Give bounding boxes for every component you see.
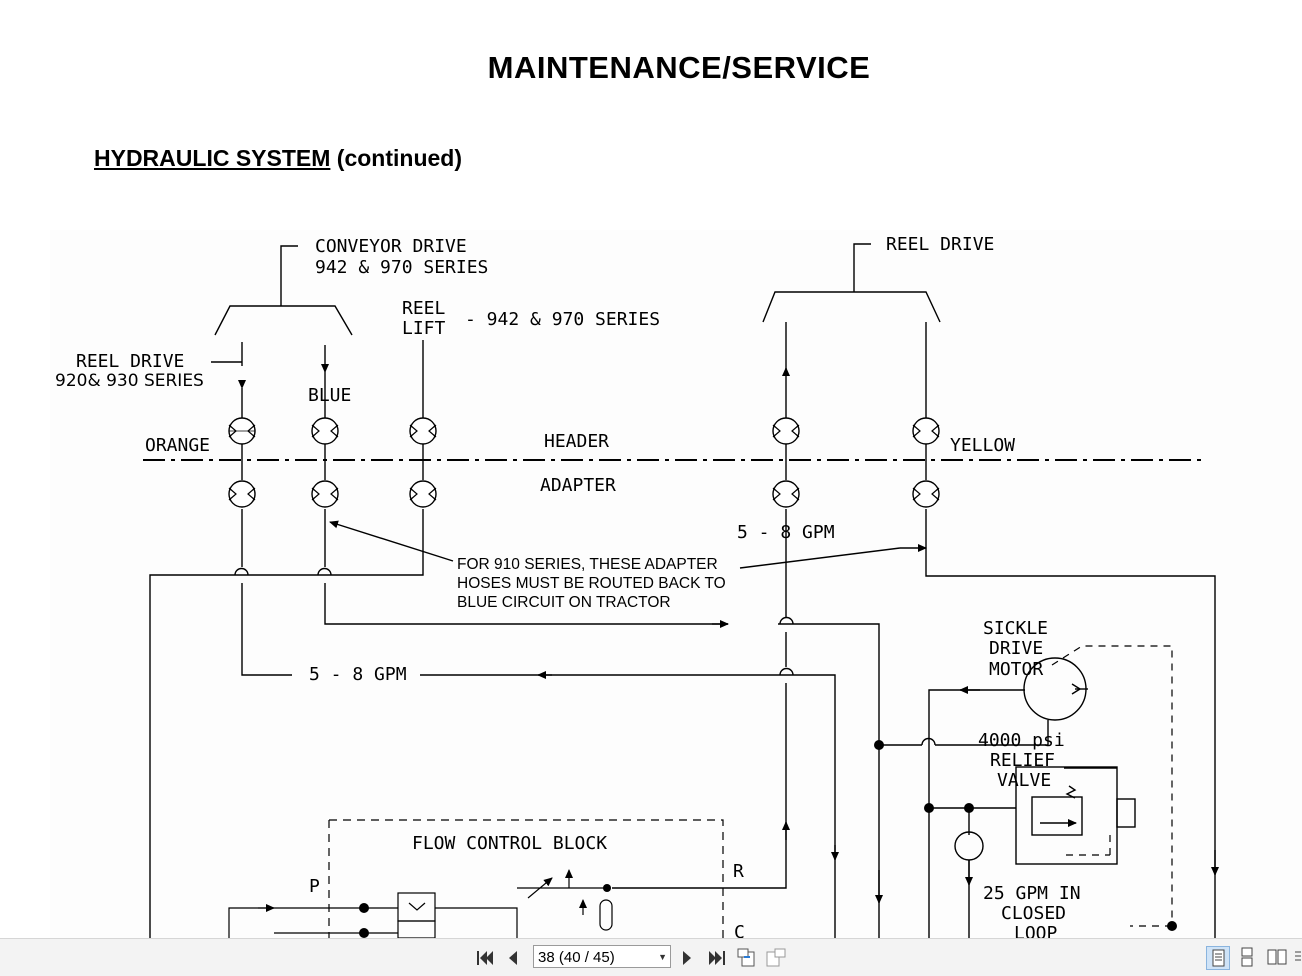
- label-yellow: YELLOW: [950, 435, 1016, 456]
- label-lift: LIFT: [402, 318, 446, 339]
- previous-page-icon[interactable]: [506, 947, 520, 969]
- label-loop: LOOP: [1014, 923, 1058, 939]
- label-gpm-left: 5 - 8 GPM: [309, 664, 407, 685]
- coupler-blue-adapter: [311, 480, 339, 508]
- label-flow-control-block: FLOW CONTROL BLOCK: [412, 833, 608, 854]
- couplers: [228, 417, 940, 508]
- label-drive: DRIVE: [989, 638, 1044, 659]
- coupler-lift-header: [409, 417, 437, 445]
- label-valve: VALVE: [997, 770, 1052, 791]
- next-page-icon[interactable]: [680, 947, 694, 969]
- section-suffix: (continued): [336, 145, 462, 171]
- continuous-view-icon[interactable]: [1236, 946, 1260, 970]
- conveyor-leader-line: [280, 245, 298, 306]
- label-port-p: P: [309, 876, 320, 897]
- label-adapter: ADAPTER: [540, 475, 616, 496]
- label-port-c: C: [734, 922, 745, 939]
- label-motor: MOTOR: [989, 659, 1044, 680]
- label-920-930-series: 920& 930 SERIES: [55, 371, 204, 391]
- label-conveyor-series: 942 & 970 SERIES: [315, 257, 489, 278]
- note-line-1: FOR 910 SERIES, THESE ADAPTER: [457, 556, 718, 573]
- hydraulic-schematic: [143, 243, 1219, 938]
- label-sickle: SICKLE: [983, 618, 1049, 639]
- reel-drive-leader-line: [853, 243, 871, 292]
- label-gpm-right: 5 - 8 GPM: [737, 522, 835, 543]
- label-header: HEADER: [544, 431, 610, 452]
- coupler-yellow-header: [912, 417, 940, 445]
- label-blue: BLUE: [308, 385, 352, 406]
- document-page: MAINTENANCE/SERVICE HYDRAULIC SYSTEM (co…: [50, 50, 1302, 939]
- section-title: HYDRAULIC SYSTEM: [94, 145, 331, 171]
- page-title: MAINTENANCE/SERVICE: [487, 50, 871, 85]
- label-gpm-in: 25 GPM IN: [983, 883, 1081, 904]
- last-page-icon[interactable]: [706, 947, 726, 969]
- label-orange: ORANGE: [145, 435, 211, 456]
- viewer-toolbar: 38 (40 / 45) ▼: [0, 938, 1302, 976]
- coupler-reel-adapter: [772, 480, 800, 508]
- more-view-icon[interactable]: [1292, 946, 1302, 970]
- diagram-background: [50, 230, 1302, 938]
- page-number-value: 38 (40 / 45): [538, 949, 615, 966]
- label-relief: RELIEF: [990, 750, 1056, 771]
- label-closed: CLOSED: [1001, 903, 1067, 924]
- history-back-icon[interactable]: [736, 947, 758, 969]
- label-port-r: R: [733, 861, 744, 882]
- coupler-blue-header: [311, 417, 339, 445]
- note-line-2: HOSES MUST BE ROUTED BACK TO: [457, 575, 726, 592]
- single-page-view-icon[interactable]: [1206, 946, 1230, 970]
- facing-view-icon[interactable]: [1266, 946, 1290, 970]
- coupler-reel-header: [772, 417, 800, 445]
- coupler-orange-header: [228, 417, 256, 445]
- coupler-lift-adapter: [409, 480, 437, 508]
- conveyor-bracket: [214, 305, 353, 336]
- coupler-orange-adapter: [228, 480, 256, 508]
- page-number-field[interactable]: 38 (40 / 45) ▼: [533, 945, 671, 968]
- first-page-icon[interactable]: [476, 947, 496, 969]
- reel-drive-bracket: [762, 291, 941, 323]
- coupler-yellow-adapter: [912, 480, 940, 508]
- label-reel-drive: REEL DRIVE: [886, 234, 995, 255]
- label-relief-psi: 4000 psi: [978, 730, 1065, 751]
- label-reel-drive-920: REEL DRIVE: [76, 351, 185, 372]
- label-reel-lift-series: - 942 & 970 SERIES: [465, 309, 661, 330]
- label-reel: REEL: [402, 298, 446, 319]
- history-forward-icon[interactable]: [765, 947, 787, 969]
- section-heading: HYDRAULIC SYSTEM (continued): [94, 145, 462, 172]
- label-conveyor-drive: CONVEYOR DRIVE: [315, 236, 467, 257]
- page-dropdown-icon[interactable]: ▼: [658, 952, 667, 962]
- note-line-3: BLUE CIRCUIT ON TRACTOR: [457, 594, 671, 611]
